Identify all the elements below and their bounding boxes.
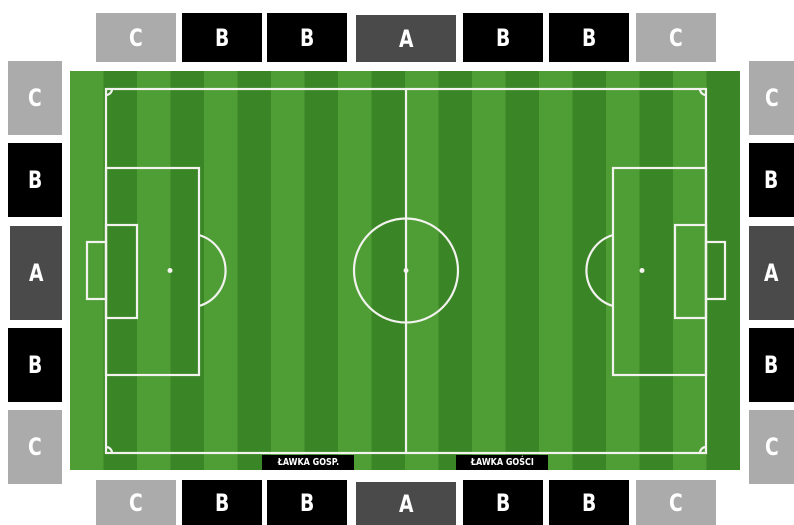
sector-label: B (496, 489, 510, 517)
grass-stripe (573, 71, 607, 470)
stand-right-5[interactable]: C (749, 410, 794, 484)
stand-top-6[interactable]: B (549, 13, 629, 62)
stand-top-7[interactable]: C (636, 13, 716, 62)
stand-bottom-4[interactable]: A (356, 482, 456, 525)
away-bench-label: ŁAWKA GOŚCI (471, 457, 534, 468)
sector-label: C (28, 84, 42, 112)
sector-label: B (300, 489, 314, 517)
grass-stripe (506, 71, 540, 470)
stand-right-2[interactable]: B (749, 143, 794, 217)
grass-stripe (204, 71, 238, 470)
grass-stripe (137, 71, 171, 470)
sector-label: C (765, 84, 779, 112)
sector-label: B (582, 24, 596, 52)
stand-left-2[interactable]: B (8, 143, 62, 217)
sector-label: C (765, 433, 779, 461)
grass-stripe (439, 71, 473, 470)
left-penalty-spot (168, 268, 173, 273)
stand-bottom-6[interactable]: B (549, 480, 629, 525)
grass-stripe (640, 71, 674, 470)
pitch-markings (70, 71, 740, 470)
stand-top-2[interactable]: B (182, 13, 262, 62)
sector-label: B (764, 351, 778, 379)
sector-label: B (764, 166, 778, 194)
sector-label: C (28, 433, 42, 461)
stand-right-3[interactable]: A (749, 226, 794, 320)
grass-stripe (539, 71, 573, 470)
sector-label: B (300, 24, 314, 52)
grass-stripe (305, 71, 339, 470)
sector-label: A (29, 259, 43, 287)
stand-right-1[interactable]: C (749, 61, 794, 135)
stand-bottom-2[interactable]: B (182, 480, 262, 525)
stand-left-5[interactable]: C (8, 410, 62, 484)
grass-stripe (104, 71, 138, 470)
stand-top-5[interactable]: B (463, 13, 543, 62)
sector-label: B (28, 166, 42, 194)
grass-stripe (606, 71, 640, 470)
football-pitch (70, 71, 740, 470)
grass-stripe (673, 71, 707, 470)
grass-stripe (472, 71, 506, 470)
stand-bottom-1[interactable]: C (96, 480, 176, 525)
stand-right-4[interactable]: B (749, 328, 794, 402)
home-bench-label: ŁAWKA GOSP. (277, 457, 339, 468)
grass-stripe (372, 71, 406, 470)
grass-stripe (707, 71, 741, 470)
sector-label: B (582, 489, 596, 517)
stand-top-3[interactable]: B (267, 13, 347, 62)
home-bench: ŁAWKA GOSP. (262, 455, 354, 470)
sector-label: C (669, 489, 683, 517)
away-bench: ŁAWKA GOŚCI (456, 455, 548, 470)
grass-stripe (405, 71, 439, 470)
stand-left-1[interactable]: C (8, 61, 62, 135)
stand-left-4[interactable]: B (8, 328, 62, 402)
sector-label: A (399, 490, 413, 518)
grass-stripe (238, 71, 272, 470)
sector-label: A (399, 25, 413, 53)
stand-bottom-7[interactable]: C (636, 480, 716, 525)
sector-label: B (215, 24, 229, 52)
sector-label: B (496, 24, 510, 52)
sector-label: B (28, 351, 42, 379)
stand-bottom-5[interactable]: B (463, 480, 543, 525)
sector-label: C (669, 24, 683, 52)
stand-top-1[interactable]: C (96, 13, 176, 62)
stand-left-3[interactable]: A (10, 226, 62, 320)
sector-label: A (764, 259, 778, 287)
right-penalty-spot (640, 268, 645, 273)
sector-label: C (129, 489, 143, 517)
centre-spot (404, 268, 409, 273)
grass-stripe (271, 71, 305, 470)
sector-label: C (129, 24, 143, 52)
stand-bottom-3[interactable]: B (267, 480, 347, 525)
stand-top-4[interactable]: A (356, 15, 456, 62)
sector-label: B (215, 489, 229, 517)
